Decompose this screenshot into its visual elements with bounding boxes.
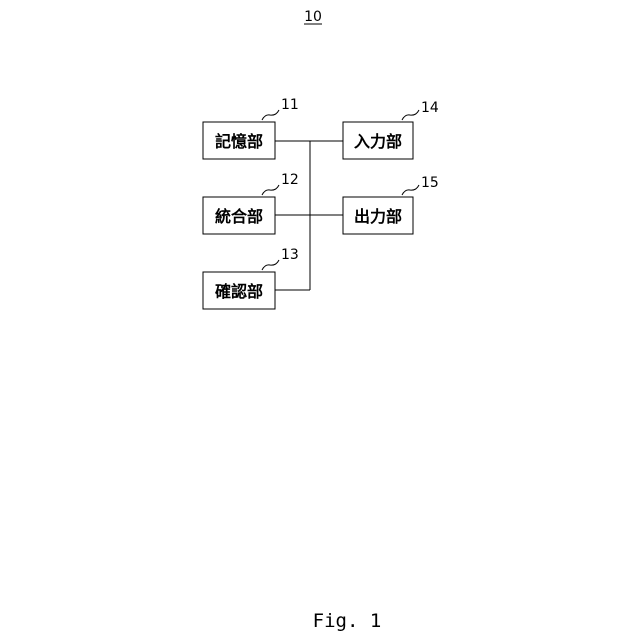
storage-unit-reference: 11 xyxy=(262,97,299,120)
storage-unit-leader xyxy=(262,110,279,120)
output-unit-ref-number: 15 xyxy=(421,175,439,191)
integration-unit-label: 統合部 xyxy=(215,207,263,226)
connection-lines xyxy=(275,141,343,290)
confirmation-unit-leader xyxy=(262,260,279,270)
input-unit-reference: 14 xyxy=(402,100,439,120)
integration-unit-ref-number: 12 xyxy=(281,172,299,188)
integration-unit-reference: 12 xyxy=(262,172,299,195)
confirmation-unit-label: 確認部 xyxy=(215,282,263,301)
confirmation-unit-ref-number: 13 xyxy=(281,247,299,263)
storage-unit-label: 記憶部 xyxy=(215,132,263,151)
output-unit-label: 出力部 xyxy=(354,207,402,226)
storage-unit-block: 記憶部 xyxy=(203,122,275,159)
input-unit-ref-number: 14 xyxy=(421,100,439,116)
confirmation-unit-reference: 13 xyxy=(262,247,299,270)
storage-unit-ref-number: 11 xyxy=(281,97,299,113)
confirmation-unit-block: 確認部 xyxy=(203,272,275,309)
figure-number: 10 xyxy=(304,9,322,25)
figure-number-group: 10 xyxy=(304,9,322,25)
output-unit-leader xyxy=(402,185,419,195)
input-unit-block: 入力部 xyxy=(343,122,413,159)
figure-caption: Fig. 1 xyxy=(313,610,382,632)
integration-unit-leader xyxy=(262,185,279,195)
integration-unit-block: 統合部 xyxy=(203,197,275,234)
input-unit-leader xyxy=(402,110,419,120)
output-unit-block: 出力部 xyxy=(343,197,413,234)
output-unit-reference: 15 xyxy=(402,175,439,195)
input-unit-label: 入力部 xyxy=(354,132,402,151)
